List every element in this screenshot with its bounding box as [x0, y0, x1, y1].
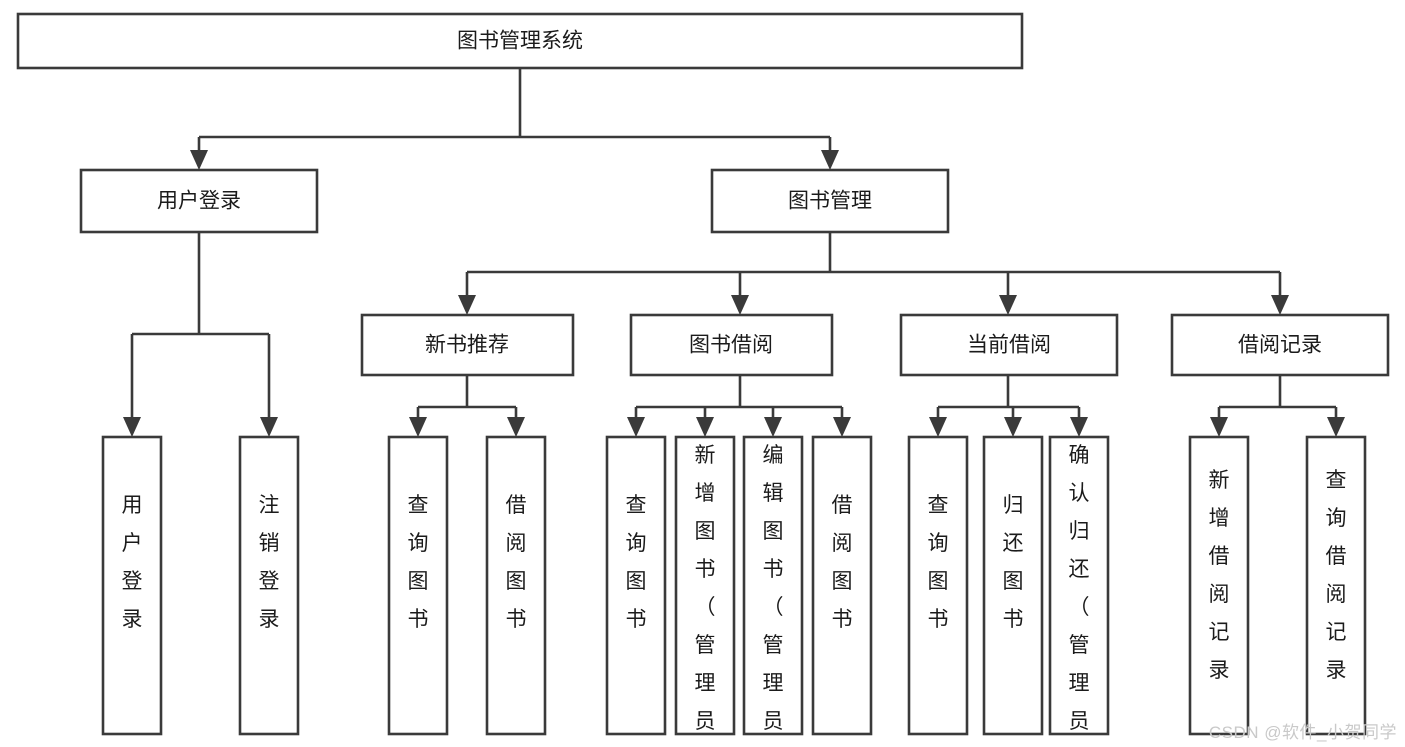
node-leaf-return-book-label: 归还图书	[1003, 494, 1024, 631]
arrow-head-leaf-return-book	[1004, 417, 1022, 437]
node-leaf-confirm-return[interactable]: 确认归还（管理员）	[1048, 435, 1110, 747]
arrow-head-leaf-logout	[260, 417, 278, 437]
node-root[interactable]: 图书管理系统	[16, 12, 1024, 70]
node-current-borrow-label: 当前借阅	[967, 334, 1051, 357]
node-leaf-logout-label: 注销登录	[259, 494, 280, 631]
node-leaf-add-book[interactable]: 新增图书（管理员）	[674, 435, 736, 747]
node-book-manage-box[interactable]	[710, 168, 950, 234]
csdn-watermark: CSDN @软件_小贺同学	[1208, 723, 1397, 742]
node-leaf-edit-book-label: 编辑图书（管理员）	[763, 444, 784, 747]
arrow-head-book-borrow	[731, 295, 749, 315]
node-leaf-query-book-1[interactable]: 查询图书	[387, 435, 449, 736]
node-leaf-user-login-box[interactable]	[101, 435, 163, 736]
node-new-book-recommend-box[interactable]	[360, 313, 575, 377]
node-leaf-query-book-3[interactable]: 查询图书	[907, 435, 969, 736]
node-leaf-return-book-box[interactable]	[982, 435, 1044, 736]
node-leaf-logout-box[interactable]	[238, 435, 300, 736]
connector-group-book-borrow	[627, 375, 851, 437]
node-borrow-record-box[interactable]	[1170, 313, 1390, 377]
node-book-borrow[interactable]: 图书借阅	[629, 313, 834, 377]
node-root-box[interactable]	[16, 12, 1024, 70]
node-current-borrow-box[interactable]	[899, 313, 1119, 377]
node-leaf-add-record-box[interactable]	[1188, 435, 1250, 736]
node-leaf-query-book-2-label: 查询图书	[626, 494, 647, 631]
node-leaf-query-book-3-label: 查询图书	[928, 494, 949, 631]
arrow-head-leaf-query-record	[1327, 417, 1345, 437]
node-leaf-borrow-book-2-box[interactable]	[811, 435, 873, 736]
node-new-book-recommend-label: 新书推荐	[425, 334, 509, 357]
connector-group-user-login	[123, 232, 278, 437]
node-user-login-label: 用户登录	[157, 190, 241, 213]
arrow-head-leaf-confirm-return	[1070, 417, 1088, 437]
node-book-manage-label: 图书管理	[788, 190, 872, 213]
node-borrow-record[interactable]: 借阅记录	[1170, 313, 1390, 377]
arrow-head-leaf-add-book	[696, 417, 714, 437]
node-leaf-add-book-box[interactable]	[674, 435, 736, 736]
node-leaf-edit-book-box[interactable]	[742, 435, 804, 736]
node-user-login-box[interactable]	[79, 168, 319, 234]
node-borrow-record-label: 借阅记录	[1238, 334, 1322, 357]
node-leaf-borrow-book-1-box[interactable]	[485, 435, 547, 736]
node-leaf-user-login-label: 用户登录	[122, 494, 143, 631]
node-book-manage[interactable]: 图书管理	[710, 168, 950, 234]
node-leaf-add-record[interactable]: 新增借阅记录	[1188, 435, 1250, 736]
node-leaf-user-login[interactable]: 用户登录	[101, 435, 163, 736]
node-root-label: 图书管理系统	[457, 30, 583, 53]
node-book-borrow-box[interactable]	[629, 313, 834, 377]
arrow-head-leaf-user-login	[123, 417, 141, 437]
node-leaf-query-book-1-label: 查询图书	[408, 494, 429, 631]
node-new-book-recommend[interactable]: 新书推荐	[360, 313, 575, 377]
node-leaf-return-book[interactable]: 归还图书	[982, 435, 1044, 736]
arrow-head-leaf-add-record	[1210, 417, 1228, 437]
arrow-head-new-book-recommend	[458, 295, 476, 315]
node-leaf-query-book-3-box[interactable]	[907, 435, 969, 736]
arrow-head-leaf-query-book-2	[627, 417, 645, 437]
arrow-head-borrow-record	[1271, 295, 1289, 315]
node-leaf-edit-book[interactable]: 编辑图书（管理员）	[742, 435, 804, 747]
node-leaf-query-record-box[interactable]	[1305, 435, 1367, 736]
node-leaf-confirm-return-label: 确认归还（管理员）	[1069, 444, 1090, 747]
arrow-head-leaf-borrow-book-2	[833, 417, 851, 437]
node-leaf-add-record-label: 新增借阅记录	[1209, 469, 1230, 682]
node-leaf-borrow-book-1-label: 借阅图书	[506, 494, 527, 631]
node-leaf-borrow-book-2-label: 借阅图书	[832, 494, 853, 631]
node-leaf-query-book-2[interactable]: 查询图书	[605, 435, 667, 736]
connector-group-current-borrow	[929, 375, 1088, 437]
arrow-head-leaf-query-book-1	[409, 417, 427, 437]
arrow-head-current-borrow	[999, 295, 1017, 315]
arrow-head-leaf-query-book-3	[929, 417, 947, 437]
connector-group-new-book-recommend	[409, 375, 525, 437]
node-leaf-query-record[interactable]: 查询借阅记录	[1305, 435, 1367, 736]
connector-group-root	[190, 68, 839, 170]
arrow-head-user-login	[190, 150, 208, 170]
node-book-borrow-label: 图书借阅	[689, 334, 773, 357]
connector-group-borrow-record	[1210, 375, 1345, 437]
node-leaf-borrow-book-1[interactable]: 借阅图书	[485, 435, 547, 736]
connector-group-book-manage	[458, 232, 1289, 315]
node-leaf-confirm-return-box[interactable]	[1048, 435, 1110, 736]
node-leaf-query-record-label: 查询借阅记录	[1326, 469, 1347, 682]
arrow-head-leaf-edit-book	[764, 417, 782, 437]
node-current-borrow[interactable]: 当前借阅	[899, 313, 1119, 377]
node-leaf-query-book-2-box[interactable]	[605, 435, 667, 736]
node-leaf-query-book-1-box[interactable]	[387, 435, 449, 736]
node-user-login[interactable]: 用户登录	[79, 168, 319, 234]
node-leaf-borrow-book-2[interactable]: 借阅图书	[811, 435, 873, 736]
node-leaf-logout[interactable]: 注销登录	[238, 435, 300, 736]
node-leaf-add-book-label: 新增图书（管理员）	[695, 444, 716, 747]
arrow-head-leaf-borrow-book-1	[507, 417, 525, 437]
arrow-head-book-manage	[821, 150, 839, 170]
